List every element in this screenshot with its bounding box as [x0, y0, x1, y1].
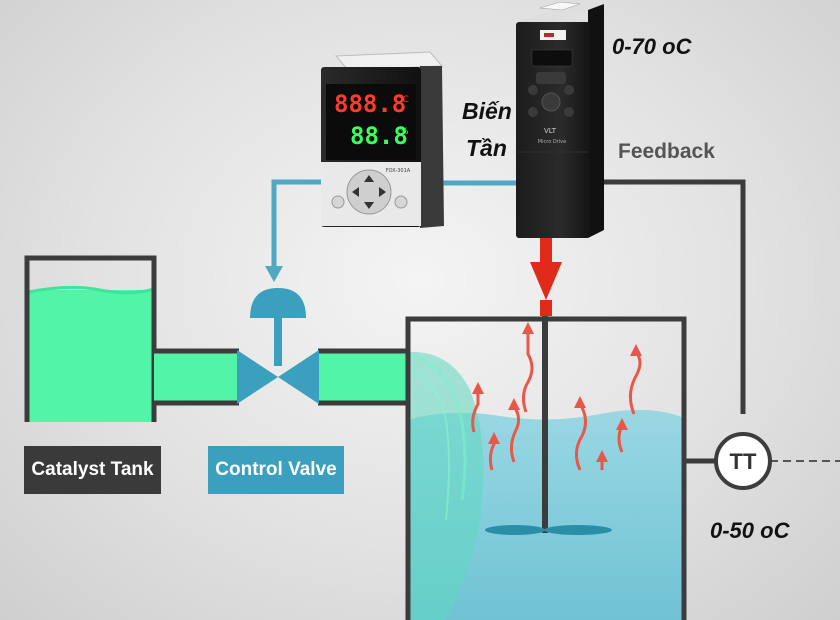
temperature-controller[interactable]: 888.8 °C 88.8 % FOX-301A: [321, 51, 444, 228]
inflow-stream: [408, 351, 484, 620]
controller-pv-display: 888.8: [334, 90, 406, 118]
inverter-label-line2: Tần: [466, 135, 507, 161]
inverter-range-label: 0-70 oC: [612, 34, 692, 59]
signal-line-to-valve: [265, 179, 328, 282]
catalyst-tank: [24, 255, 157, 422]
inverter-body: [516, 22, 590, 238]
valve-body-right: [278, 350, 319, 404]
catalyst-tank-wall: [24, 255, 157, 422]
drive-arrow: [530, 228, 562, 316]
frequency-inverter[interactable]: VLT Micro Drive: [516, 1, 604, 238]
inverter-label-line1: Biến: [462, 98, 512, 124]
tt-circle: [714, 432, 772, 490]
valve-body-left: [237, 350, 278, 404]
controller-left-button[interactable]: [331, 195, 345, 209]
transmitter-range-label: 0-50 oC: [710, 518, 790, 543]
inverter-model: Micro Drive: [538, 139, 566, 145]
inverter-brand: VLT: [544, 127, 557, 135]
controller-dpad[interactable]: [346, 169, 392, 215]
feedback-line: [604, 179, 840, 464]
heat-arrows: [471, 322, 642, 471]
catalyst-liquid: [29, 290, 154, 422]
process-pipe: [154, 348, 410, 406]
inverter-dial[interactable]: [541, 92, 561, 112]
catalyst-tank-label: Catalyst Tank: [24, 446, 161, 494]
controller-sv-display: 88.8: [350, 122, 408, 150]
agitator: [485, 305, 612, 535]
control-valve-label: Control Valve: [208, 446, 344, 494]
tt-tag: TT: [730, 449, 757, 474]
control-valve[interactable]: [237, 288, 319, 404]
agitator-shaft: [542, 305, 548, 533]
valve-actuator: [250, 288, 306, 318]
controller-model: FOX-301A: [386, 168, 411, 174]
controller-right-button[interactable]: [394, 195, 408, 209]
temperature-transmitter[interactable]: TT: [714, 432, 772, 490]
reactor-tank: [405, 316, 687, 620]
feedback-label: Feedback: [618, 140, 715, 163]
controller-unit-top: °C: [398, 95, 409, 105]
controller-unit-bottom: %: [400, 127, 409, 137]
